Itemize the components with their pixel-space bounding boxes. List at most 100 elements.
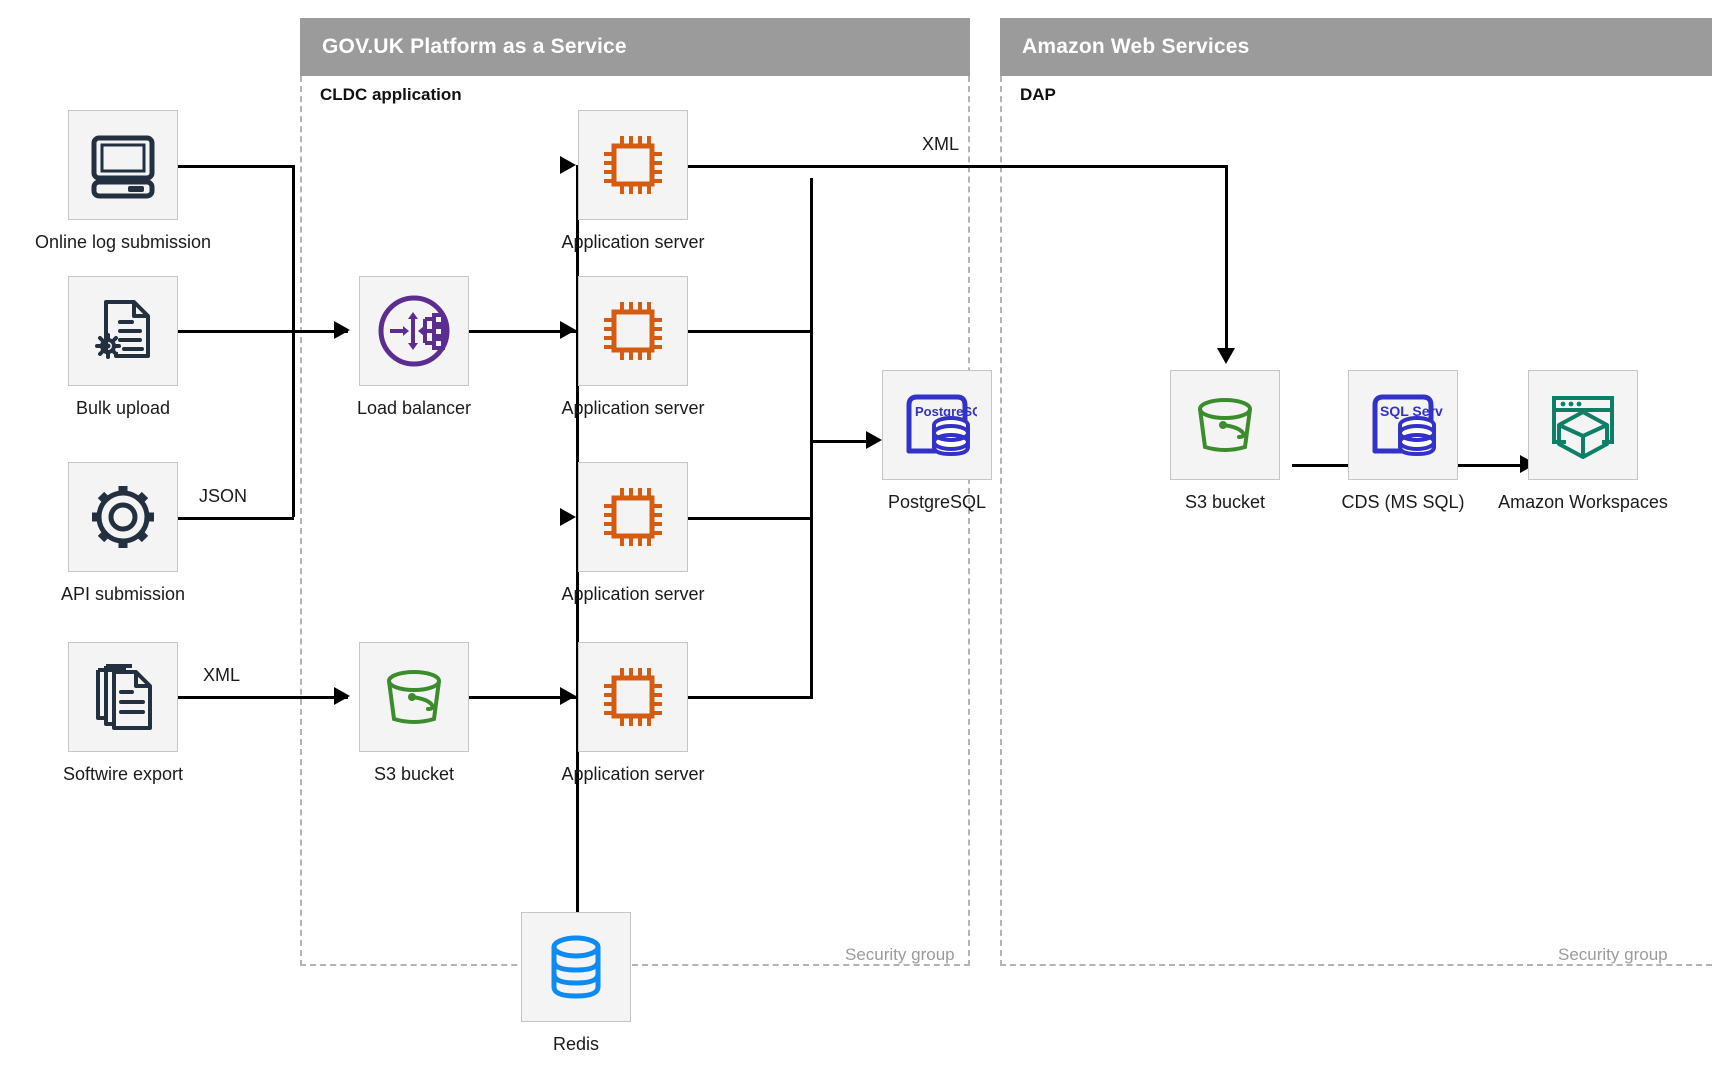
node-label: PostgreSQL — [887, 492, 987, 512]
node-label: S3 bucket — [373, 764, 455, 784]
node-bulk-upload[interactable]: Bulk upload — [68, 276, 178, 418]
node-tile — [578, 462, 688, 572]
edge-api-horizontal — [176, 517, 294, 520]
edge-lb-to-bus — [469, 330, 579, 333]
node-tile: SQL Server — [1348, 370, 1458, 480]
arrow-into-postgres — [866, 431, 882, 449]
node-online-log-submission[interactable]: Online log submission — [35, 110, 211, 252]
node-label: Load balancer — [356, 398, 472, 418]
arrow-into-app2 — [560, 321, 576, 339]
arrow-into-app1 — [560, 156, 576, 174]
node-label: Application server — [561, 584, 705, 604]
edge-softwire-horizontal — [176, 696, 348, 699]
node-label: API submission — [60, 584, 186, 604]
node-tile — [1170, 370, 1280, 480]
edge-input-bus-vertical — [292, 165, 295, 517]
cpu-chip-icon — [595, 127, 671, 203]
documents-stack-icon — [86, 660, 160, 734]
node-tile — [578, 642, 688, 752]
zone-title-aws: Amazon Web Services — [1022, 35, 1250, 58]
desktop-computer-icon — [86, 128, 160, 202]
arrow-into-load-balancer — [334, 321, 350, 339]
node-tile — [578, 110, 688, 220]
node-label: Online log submission — [34, 232, 212, 252]
edge-s3-to-bus — [469, 696, 579, 699]
sql-server-icon-text: SQL Server — [1380, 403, 1443, 419]
gear-icon — [86, 480, 160, 554]
postgresql-icon: PostgreSQL — [897, 385, 977, 465]
s3-bucket-icon — [1187, 387, 1263, 463]
security-group-label-paas: Security group — [845, 945, 955, 964]
cpu-chip-icon — [595, 659, 671, 735]
zone-title-paas: GOV.UK Platform as a Service — [322, 35, 627, 58]
load-balancer-icon — [374, 291, 454, 371]
postgresql-icon-text: PostgreSQL — [915, 404, 977, 419]
sql-server-icon: SQL Server — [1363, 385, 1443, 465]
subzone-label-dap: DAP — [1020, 85, 1056, 104]
node-label: Redis — [552, 1034, 600, 1054]
node-tile: PostgreSQL — [882, 370, 992, 480]
node-tile — [68, 462, 178, 572]
edge-app2-out — [688, 330, 813, 333]
cpu-chip-icon — [595, 293, 671, 369]
edge-label-xml-softwire: XML — [203, 665, 241, 685]
arrow-into-s3-aws — [1217, 348, 1235, 364]
node-amazon-workspaces[interactable]: Amazon Workspaces — [1498, 370, 1668, 512]
node-tile — [359, 642, 469, 752]
s3-bucket-icon — [376, 659, 452, 735]
zone-banner-paas: GOV.UK Platform as a Service — [300, 18, 970, 76]
node-redis[interactable]: Redis — [521, 912, 631, 1054]
node-label: Bulk upload — [75, 398, 171, 418]
node-tile — [359, 276, 469, 386]
security-group-box-paas — [300, 76, 970, 966]
cpu-chip-icon — [595, 479, 671, 555]
node-s3-bucket-paas[interactable]: S3 bucket — [359, 642, 469, 784]
zone-banner-aws: Amazon Web Services — [1000, 18, 1712, 76]
edge-bus-to-postgres — [810, 440, 876, 443]
database-cylinder-icon — [540, 931, 612, 1003]
node-tile — [521, 912, 631, 1022]
edge-redis-to-bus — [576, 830, 579, 913]
edge-xml-to-aws-vertical — [1225, 165, 1228, 350]
security-group-label-aws: Security group — [1558, 945, 1668, 964]
node-tile — [68, 110, 178, 220]
node-label: Softwire export — [62, 764, 184, 784]
node-label: Application server — [561, 398, 705, 418]
node-label: Amazon Workspaces — [1498, 492, 1668, 512]
subzone-label-cldc: CLDC application — [320, 85, 462, 104]
node-postgresql[interactable]: PostgreSQL PostgreSQL — [882, 370, 992, 512]
node-api-submission[interactable]: API submission — [61, 462, 185, 604]
node-softwire-export[interactable]: Softwire export — [63, 642, 183, 784]
node-application-server-3[interactable]: Application server — [561, 462, 705, 604]
document-gear-icon — [86, 294, 160, 368]
app-server-distribution-bus — [576, 165, 579, 830]
node-load-balancer[interactable]: Load balancer — [357, 276, 471, 418]
node-label: Application server — [561, 232, 705, 252]
node-application-server-4[interactable]: Application server — [561, 642, 705, 784]
edge-app3-out — [688, 517, 813, 520]
node-tile — [68, 642, 178, 752]
edge-bulk-upload-horizontal — [176, 330, 348, 333]
node-application-server-1[interactable]: Application server — [561, 110, 705, 252]
node-tile — [68, 276, 178, 386]
edge-cds-to-workspaces — [1458, 464, 1528, 467]
edge-online-log-horizontal — [176, 165, 294, 168]
node-label: Application server — [561, 764, 705, 784]
node-cds-ms-sql[interactable]: SQL Server CDS (MS SQL) — [1341, 370, 1465, 512]
node-label: CDS (MS SQL) — [1341, 492, 1465, 512]
node-tile — [1528, 370, 1638, 480]
node-application-server-2[interactable]: Application server — [561, 276, 705, 418]
security-group-box-aws — [1000, 76, 1712, 966]
amazon-workspaces-icon — [1544, 386, 1622, 464]
arrow-into-app4 — [560, 687, 576, 705]
edge-label-json: JSON — [199, 486, 248, 506]
node-s3-bucket-aws[interactable]: S3 bucket — [1170, 370, 1280, 512]
edge-s3aws-to-cds — [1292, 464, 1362, 467]
node-label: S3 bucket — [1184, 492, 1266, 512]
node-tile — [578, 276, 688, 386]
edge-label-xml-app: XML — [922, 134, 960, 154]
arrow-into-s3-paas — [334, 687, 350, 705]
edge-app4-out — [688, 696, 813, 699]
arrow-into-app3 — [560, 508, 576, 526]
